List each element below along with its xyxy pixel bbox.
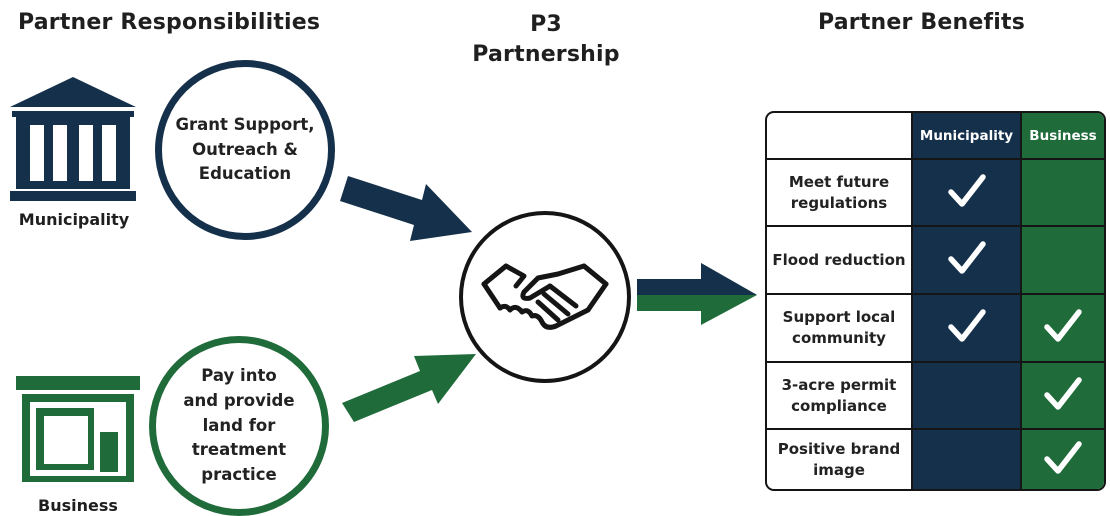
cell-municipality-permit-compliance [913,363,1022,430]
column-header-municipality: Municipality [913,113,1022,160]
government-building-icon [10,77,136,201]
p3-heading-line2: Partnership [472,42,620,67]
row-label-future-regulations: Meet future regulations [767,160,913,227]
municipality-label: Municipality [18,210,130,229]
cell-business-permit-compliance [1022,363,1104,430]
row-label-local-community: Support local community [767,295,913,363]
benefits-table: Municipality Business Meet future regula… [765,111,1106,491]
row-label-permit-compliance: 3-acre permit compliance [767,363,913,430]
p3-partnership-circle [459,211,631,383]
cell-municipality-future-regulations [913,160,1022,227]
checkmark-icon [1043,308,1083,348]
cell-municipality-brand-image [913,430,1022,489]
benefits-arrow-icon [637,263,757,325]
checkmark-icon [1043,376,1083,416]
cell-business-local-community [1022,295,1104,363]
cell-municipality-local-community [913,295,1022,363]
cell-business-brand-image [1022,430,1104,489]
column-header-business: Business [1022,113,1104,160]
checkmark-icon [1043,440,1083,480]
checkmark-icon [947,240,987,280]
table-corner-cell [767,113,913,160]
row-label-flood-reduction: Flood reduction [767,227,913,295]
business-arrow-icon [342,354,476,422]
business-responsibility-circle: Pay into and provide land for treatment … [149,336,329,516]
municipality-responsibility-text: Grant Support, Outreach & Education [175,114,315,184]
storefront-icon [16,376,140,482]
p3-heading-line1: P3 [530,12,562,37]
cell-municipality-flood-reduction [913,227,1022,295]
cell-business-future-regulations [1022,160,1104,227]
responsibilities-heading: Partner Responsibilities [18,10,321,35]
checkmark-icon [947,308,987,348]
business-label: Business [38,496,118,515]
benefits-heading: Partner Benefits [818,10,1026,35]
checkmark-icon [947,173,987,213]
business-responsibility-text: Pay into and provide land for treatment … [183,366,295,485]
municipality-responsibility-circle: Grant Support, Outreach & Education [155,60,335,240]
municipality-arrow-icon [340,176,472,241]
cell-business-flood-reduction [1022,227,1104,295]
row-label-brand-image: Positive brand image [767,430,913,489]
handshake-icon [481,263,609,330]
